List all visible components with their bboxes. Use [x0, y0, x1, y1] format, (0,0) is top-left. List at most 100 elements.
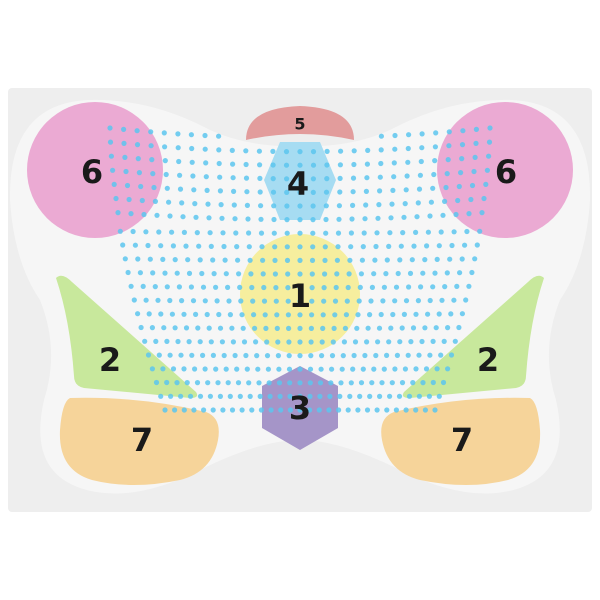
- massage-dot: [176, 158, 182, 165]
- massage-dot: [229, 407, 236, 413]
- massage-dot: [486, 153, 492, 159]
- massage-dot: [414, 214, 420, 220]
- massage-dot: [122, 256, 128, 262]
- massage-dot: [397, 339, 403, 345]
- massage-dot: [225, 284, 231, 290]
- massage-dot: [158, 243, 164, 249]
- massage-dot: [408, 339, 414, 345]
- massage-dot: [360, 366, 366, 372]
- massage-dot: [230, 339, 236, 345]
- massage-dot: [201, 407, 207, 413]
- massage-dot: [399, 380, 406, 386]
- massage-dot: [337, 175, 343, 181]
- massage-dot: [262, 312, 268, 318]
- massage-dot: [463, 297, 469, 303]
- massage-dot: [320, 325, 326, 331]
- massage-dot: [297, 380, 303, 386]
- massage-dot: [469, 269, 475, 276]
- massage-dot: [148, 129, 154, 135]
- massage-dot: [333, 284, 339, 291]
- massage-dot: [360, 244, 366, 250]
- massage-dot: [297, 298, 303, 304]
- massage-dot: [183, 243, 189, 249]
- massage-dot: [416, 186, 423, 192]
- massage-dot: [206, 215, 212, 221]
- massage-dot: [164, 185, 170, 191]
- massage-dot: [340, 353, 346, 359]
- massage-dot: [441, 338, 447, 344]
- massage-dot: [317, 380, 324, 386]
- zone-6-left-label: 6: [81, 153, 103, 191]
- massage-dot: [336, 216, 342, 222]
- massage-dot: [375, 339, 381, 345]
- massage-dot: [213, 366, 219, 372]
- massage-dot: [448, 352, 455, 358]
- massage-dot: [367, 393, 373, 399]
- massage-dot: [411, 243, 417, 249]
- massage-dot: [256, 380, 262, 386]
- massage-dot: [254, 353, 260, 359]
- zone-6-left-shape: [27, 102, 163, 238]
- massage-dot: [297, 189, 303, 195]
- massage-dot: [117, 228, 123, 234]
- massage-dot: [487, 125, 493, 131]
- massage-dot: [416, 352, 422, 358]
- massage-dot: [193, 214, 199, 220]
- massage-dot: [337, 162, 343, 168]
- massage-dot: [297, 353, 303, 359]
- massage-dot: [438, 352, 444, 358]
- massage-dot: [308, 353, 314, 359]
- massage-dot: [413, 229, 419, 235]
- massage-dot: [374, 407, 380, 413]
- massage-dot: [139, 197, 145, 204]
- massage-dot: [444, 171, 450, 177]
- massage-dot: [406, 393, 413, 399]
- massage-dot: [175, 338, 181, 345]
- massage-dot: [284, 189, 290, 195]
- massage-dot: [319, 339, 325, 345]
- massage-dot: [238, 298, 244, 304]
- massage-dot: [130, 228, 136, 235]
- massage-dot: [446, 129, 452, 135]
- massage-dot: [285, 298, 291, 304]
- massage-dot: [287, 393, 293, 399]
- massage-dot: [371, 366, 377, 372]
- massage-dot: [191, 187, 197, 193]
- massage-dot: [442, 198, 448, 204]
- massage-dot: [378, 147, 384, 153]
- massage-dot: [373, 243, 379, 250]
- massage-dot: [275, 353, 281, 359]
- massage-dot: [425, 311, 431, 317]
- massage-dot: [341, 339, 347, 345]
- massage-dot: [345, 407, 351, 413]
- massage-dot: [186, 339, 192, 345]
- massage-dot: [376, 325, 383, 331]
- massage-dot: [247, 257, 253, 263]
- massage-dot: [464, 228, 470, 235]
- massage-dot: [271, 216, 277, 223]
- zone-1-shape: [240, 234, 360, 354]
- massage-dot: [283, 149, 290, 155]
- massage-dot: [244, 202, 250, 208]
- massage-dot: [195, 325, 201, 331]
- massage-dot: [454, 283, 460, 289]
- massage-dot: [351, 352, 357, 359]
- massage-dot: [346, 271, 352, 277]
- massage-dot: [135, 256, 141, 262]
- massage-dot: [258, 407, 264, 413]
- massage-dot: [401, 214, 407, 220]
- massage-dot: [266, 380, 272, 386]
- massage-dot: [425, 229, 431, 235]
- massage-dot: [264, 339, 270, 345]
- massage-dot: [479, 210, 485, 216]
- massage-dot: [310, 203, 316, 209]
- massage-dot: [175, 145, 181, 151]
- massage-dot: [190, 173, 196, 179]
- massage-dot: [448, 311, 454, 317]
- massage-dot: [445, 325, 451, 331]
- massage-dot: [322, 244, 328, 250]
- massage-dot: [226, 298, 232, 304]
- massage-dot: [384, 257, 390, 263]
- massage-dot: [436, 311, 442, 317]
- massage-dot: [427, 213, 433, 219]
